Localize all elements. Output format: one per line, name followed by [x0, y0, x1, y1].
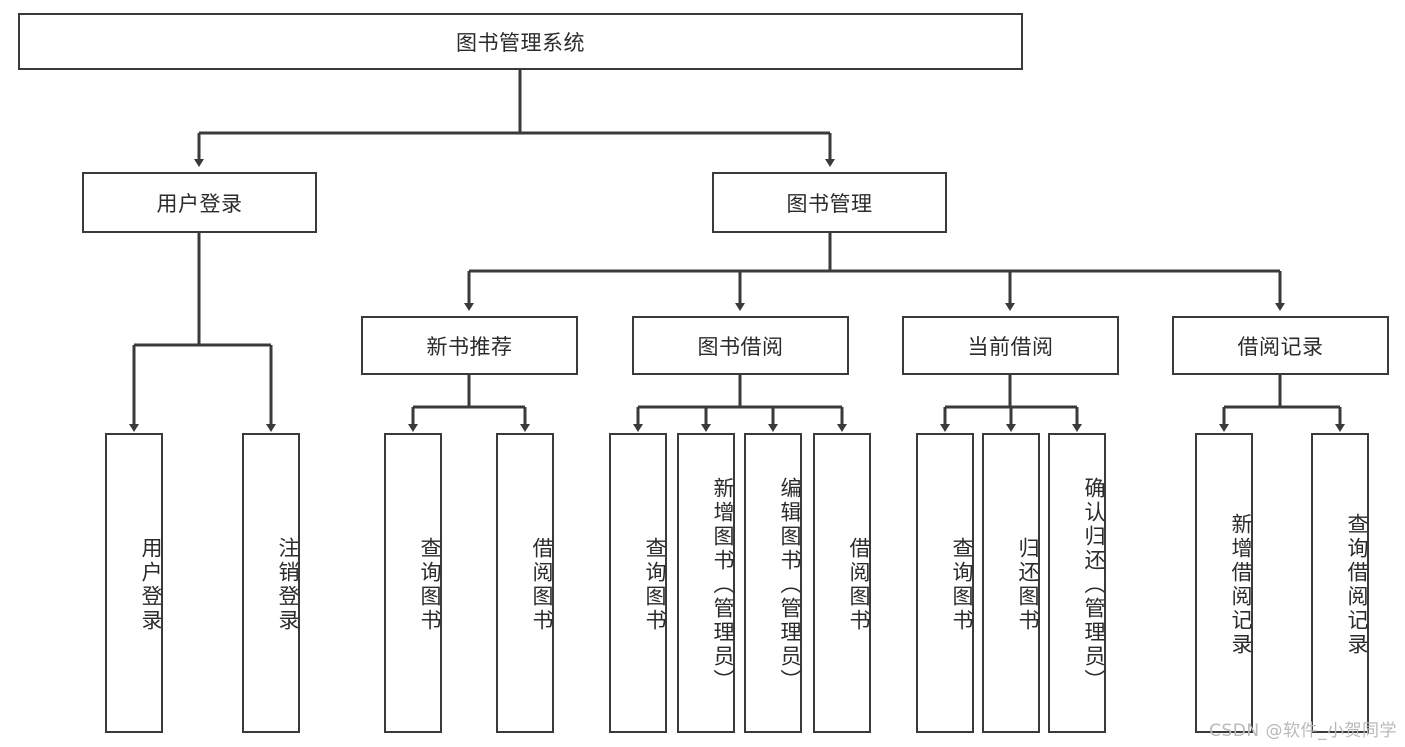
node-book-management[interactable]: 图书管理 [712, 172, 947, 233]
node-leaf-add-record[interactable]: 新增借阅记录 [1195, 433, 1253, 733]
node-leaf-confirm-return-label: 确认归还（管理员） [1082, 477, 1106, 693]
node-leaf-borrow-book-1-label: 借阅图书 [530, 537, 554, 633]
node-leaf-query-book-3[interactable]: 查询图书 [916, 433, 974, 733]
node-leaf-return-book[interactable]: 归还图书 [982, 433, 1040, 733]
node-leaf-query-book-2-label: 查询图书 [643, 537, 667, 633]
node-new-book-recommend[interactable]: 新书推荐 [361, 316, 578, 375]
node-leaf-add-book-label: 新增图书（管理员） [711, 477, 735, 693]
node-leaf-add-record-label: 新增借阅记录 [1229, 513, 1253, 657]
node-current-borrow-label: 当前借阅 [967, 334, 1054, 359]
node-new-book-recommend-label: 新书推荐 [426, 334, 513, 359]
node-root-label: 图书管理系统 [456, 30, 585, 55]
node-user-login[interactable]: 用户登录 [82, 172, 317, 233]
node-leaf-add-book[interactable]: 新增图书（管理员） [677, 433, 735, 733]
node-leaf-query-book-1-label: 查询图书 [418, 537, 442, 633]
node-leaf-user-login-label: 用户登录 [139, 537, 163, 633]
node-leaf-query-book-1[interactable]: 查询图书 [384, 433, 442, 733]
node-leaf-user-login[interactable]: 用户登录 [105, 433, 163, 733]
csdn-watermark: CSDN @软件_小贺同学 [1209, 721, 1397, 741]
node-book-borrow[interactable]: 图书借阅 [632, 316, 849, 375]
node-leaf-confirm-return[interactable]: 确认归还（管理员） [1048, 433, 1106, 733]
node-book-management-label: 图书管理 [786, 191, 873, 216]
node-borrow-record[interactable]: 借阅记录 [1172, 316, 1389, 375]
node-leaf-query-record-label: 查询借阅记录 [1345, 513, 1369, 657]
node-leaf-borrow-book-2[interactable]: 借阅图书 [813, 433, 871, 733]
node-leaf-edit-book-label: 编辑图书（管理员） [778, 477, 802, 693]
node-leaf-edit-book[interactable]: 编辑图书（管理员） [744, 433, 802, 733]
node-book-borrow-label: 图书借阅 [697, 334, 784, 359]
node-current-borrow[interactable]: 当前借阅 [902, 316, 1119, 375]
node-leaf-return-book-label: 归还图书 [1016, 537, 1040, 633]
node-leaf-logout-label: 注销登录 [276, 537, 300, 633]
node-borrow-record-label: 借阅记录 [1237, 334, 1324, 359]
node-leaf-query-book-2[interactable]: 查询图书 [609, 433, 667, 733]
node-root[interactable]: 图书管理系统 [18, 13, 1023, 70]
node-leaf-borrow-book-1[interactable]: 借阅图书 [496, 433, 554, 733]
node-leaf-logout[interactable]: 注销登录 [242, 433, 300, 733]
node-leaf-query-book-3-label: 查询图书 [950, 537, 974, 633]
node-leaf-borrow-book-2-label: 借阅图书 [847, 537, 871, 633]
node-leaf-query-record[interactable]: 查询借阅记录 [1311, 433, 1369, 733]
node-user-login-label: 用户登录 [156, 191, 243, 216]
